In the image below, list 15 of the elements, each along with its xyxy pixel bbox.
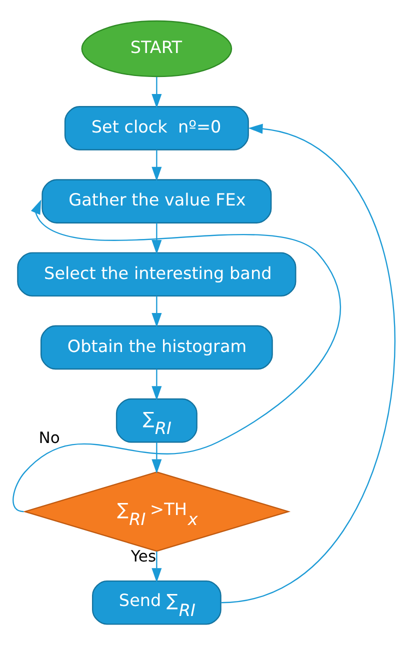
arrow xyxy=(152,76,162,108)
node-ellipse: START xyxy=(81,20,232,78)
node-box: Gather the value FEx xyxy=(42,179,272,224)
arrow xyxy=(152,150,162,182)
arrow xyxy=(152,369,162,401)
node-box: Set clock nº=0 xyxy=(64,106,249,150)
node-box: Obtain the histogram xyxy=(40,325,273,370)
arrow xyxy=(152,442,162,474)
edge-label: No xyxy=(38,428,60,447)
arrow xyxy=(12,200,341,512)
arrow xyxy=(221,124,395,604)
node-box: Select the interesting band xyxy=(17,252,296,297)
arrow xyxy=(152,296,162,328)
arrow xyxy=(152,222,162,254)
arrow xyxy=(152,551,162,583)
